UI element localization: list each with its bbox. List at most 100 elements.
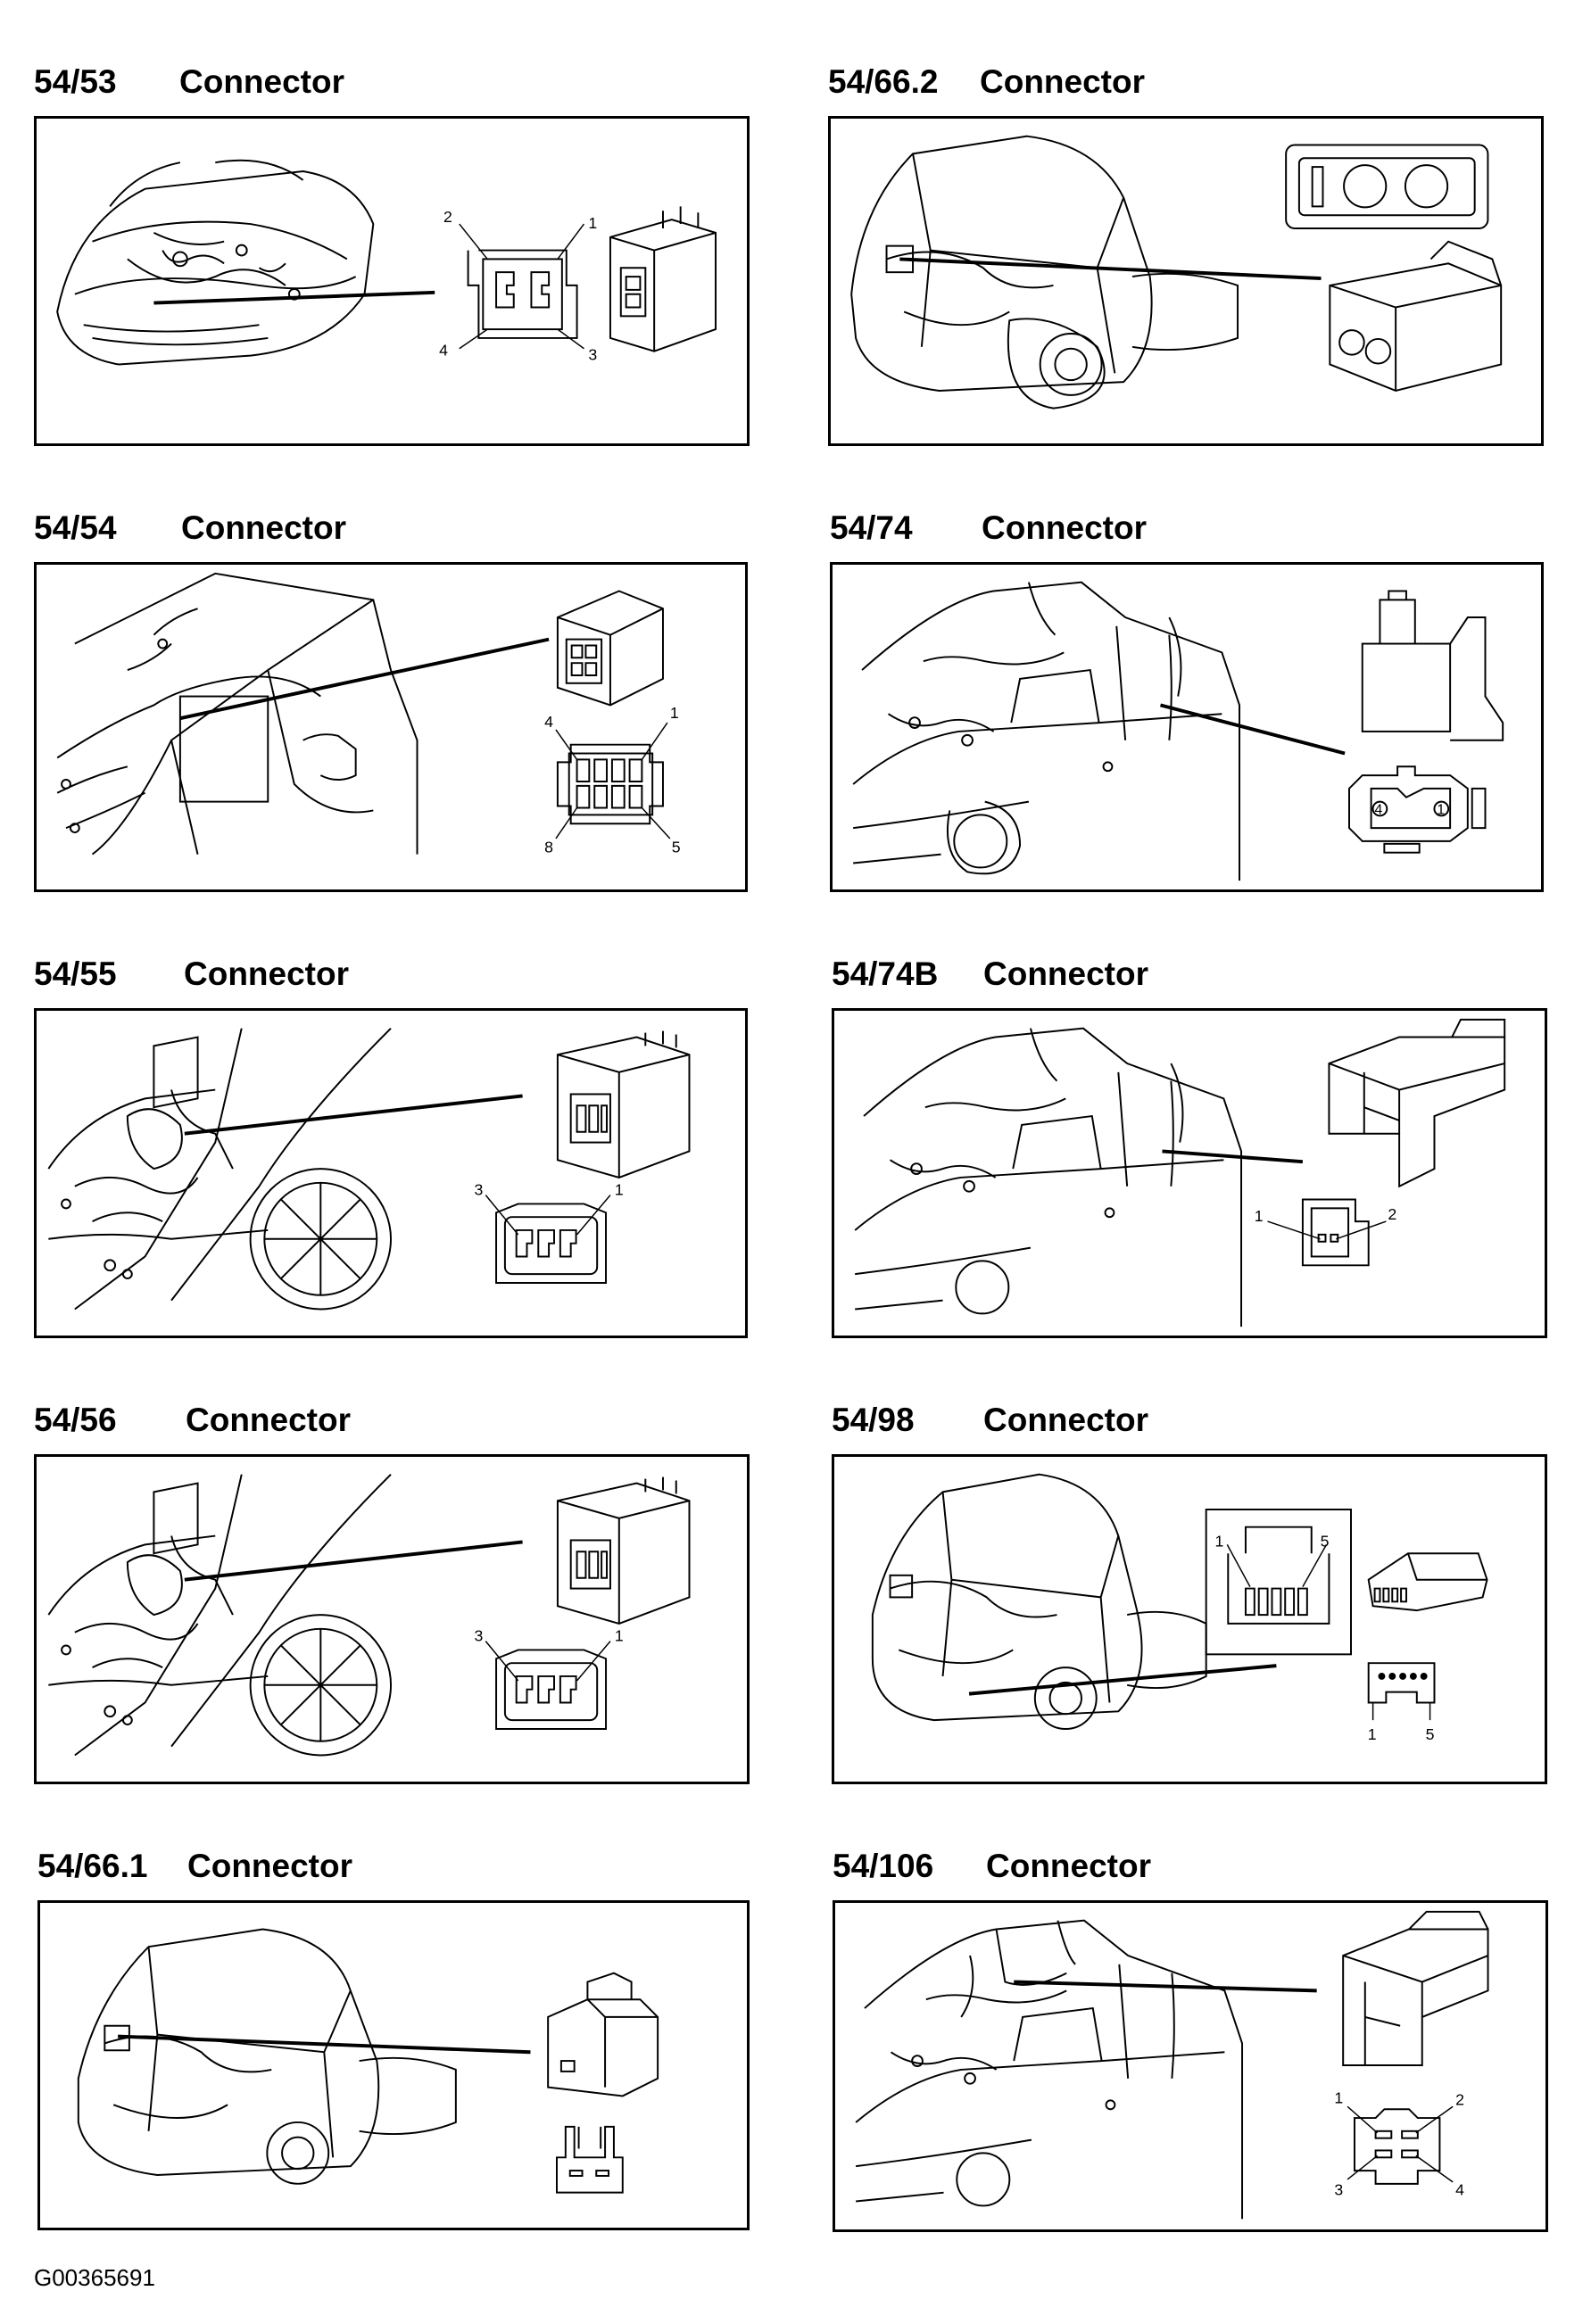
connector-face: [555, 722, 671, 839]
connector-diagram-box: 3 1: [34, 1454, 750, 1784]
panel-title: 54/53 Connector: [34, 55, 344, 109]
pin-label: 1: [670, 704, 679, 722]
panel-title: 54/55 Connector: [34, 947, 349, 1001]
leader-line: [153, 290, 435, 305]
pin-label: 8: [544, 839, 553, 856]
connector-id: 54/66.2: [828, 63, 939, 100]
pin-label: 5: [1426, 1725, 1435, 1743]
vehicle-illustration: [77, 1928, 457, 2185]
panel-title: 54/56 Connector: [34, 1394, 351, 1447]
panel-54-66-2: 54/66.2 Connector: [828, 55, 1555, 448]
leader-line: [184, 1094, 523, 1136]
connector-label: Connector: [179, 63, 344, 100]
connector-label: Connector: [982, 509, 1147, 546]
connector-3d-view: [1342, 1910, 1489, 2066]
connector-label: Connector: [181, 509, 346, 546]
connector-diagram-box: 2 1 4 3: [34, 116, 750, 446]
connector-id: 54/66.1: [37, 1848, 148, 1884]
pin-label: 3: [474, 1627, 483, 1645]
pin-label: 1: [1437, 802, 1445, 817]
vehicle-illustration: [852, 581, 1241, 881]
connector-label: Connector: [187, 1848, 352, 1884]
pin-label: 3: [588, 346, 597, 364]
connector-label: Connector: [184, 955, 349, 992]
panel-54-53: 54/53 Connector: [34, 55, 757, 448]
pin-label: 1: [1215, 1532, 1224, 1550]
connector-diagram: 4 1 8 5: [56, 572, 681, 856]
panel-54-74: 54/74 Connector: [830, 501, 1557, 894]
vehicle-illustration: [855, 1919, 1244, 2220]
pin-label: 1: [1255, 1207, 1264, 1225]
connector-diagram: 1 2: [854, 1018, 1506, 1327]
vehicle-illustration: [56, 572, 418, 856]
pin-label: 1: [1368, 1725, 1377, 1743]
connector-id: 54/55: [34, 955, 117, 992]
connector-diagram-box: 4 1: [830, 562, 1544, 892]
leader-line: [1162, 1149, 1304, 1164]
connector-id: 54/74B: [832, 955, 939, 992]
vehicle-illustration: [871, 1473, 1207, 1730]
pin-label: 1: [615, 1627, 624, 1645]
connector-face: [1348, 765, 1487, 854]
leader-line: [1014, 1980, 1317, 1993]
connector-diagram-box: [828, 116, 1544, 446]
pin-label: 4: [1375, 802, 1383, 817]
leader-line: [1159, 703, 1346, 756]
vehicle-illustration: [56, 159, 375, 366]
connector-diagram-box: 1 5 1 5: [832, 1454, 1547, 1784]
panel-54-66-1: 54/66.1 Connector: [37, 1840, 760, 2232]
panel-54-55: 54/55 Connector: [34, 947, 757, 1340]
connector-face: [1285, 144, 1489, 229]
connector-pin-diagram: [1367, 1662, 1436, 1721]
connector-id: 54/54: [34, 509, 117, 546]
pin-label: 5: [672, 839, 681, 856]
connector-id: 54/98: [832, 1402, 915, 1438]
connector-3d-view: [547, 1972, 659, 2097]
pin-label: 3: [1334, 2181, 1343, 2199]
connector-face: [459, 223, 585, 350]
connector-diagram-box: 4 1 8 5: [34, 562, 748, 892]
pin-label: 4: [439, 342, 448, 360]
pin-label: 2: [1388, 1205, 1396, 1223]
connector-face: [1267, 1198, 1387, 1267]
connector-diagram: 2 1 4 3: [56, 159, 717, 366]
pin-label: 1: [615, 1181, 624, 1199]
pin-label: 1: [1334, 2088, 1343, 2106]
leader-line: [968, 1664, 1277, 1696]
figure-code: G00365691: [34, 2264, 155, 2291]
connector-3d-view: [1329, 240, 1503, 393]
leader-line: [179, 637, 550, 721]
connector-id: 54/56: [34, 1402, 117, 1438]
connector-pin-diagram: [556, 2125, 624, 2194]
vehicle-illustration: [47, 1027, 392, 1311]
connector-label: Connector: [983, 955, 1148, 992]
panel-title: 54/66.1 Connector: [37, 1840, 352, 1893]
connector-diagram: 4 1: [852, 581, 1504, 881]
panel-54-74b: 54/74B Connector: [832, 947, 1559, 1340]
connector-face-inset: [1205, 1509, 1352, 1656]
connector-3d-view: [556, 590, 664, 707]
connector-face: [485, 1195, 611, 1284]
connector-label: Connector: [980, 63, 1145, 100]
connector-diagram: [77, 1928, 659, 2194]
connector-diagram: [850, 135, 1503, 409]
leader-line: [118, 2034, 531, 2055]
connector-label: Connector: [186, 1402, 351, 1438]
connector-3d-view: [1367, 1552, 1488, 1612]
pin-label: 1: [588, 214, 597, 232]
connector-diagram-box: [37, 1900, 750, 2230]
connector-3d-view: [556, 1476, 691, 1625]
connector-diagram-box: 3 1: [34, 1008, 748, 1338]
connector-diagram-box: 1 2: [832, 1008, 1547, 1338]
connector-id: 54/53: [34, 63, 117, 100]
connector-label: Connector: [986, 1848, 1151, 1884]
connector-id: 54/74: [830, 509, 913, 546]
pin-label: 4: [1455, 2181, 1464, 2199]
connector-diagram: 1 2 3 4: [855, 1910, 1489, 2220]
connector-diagram: 1 5 1 5: [871, 1473, 1488, 1743]
connector-diagram: 3 1: [47, 1027, 691, 1311]
connector-diagram: 3 1: [47, 1473, 691, 1757]
